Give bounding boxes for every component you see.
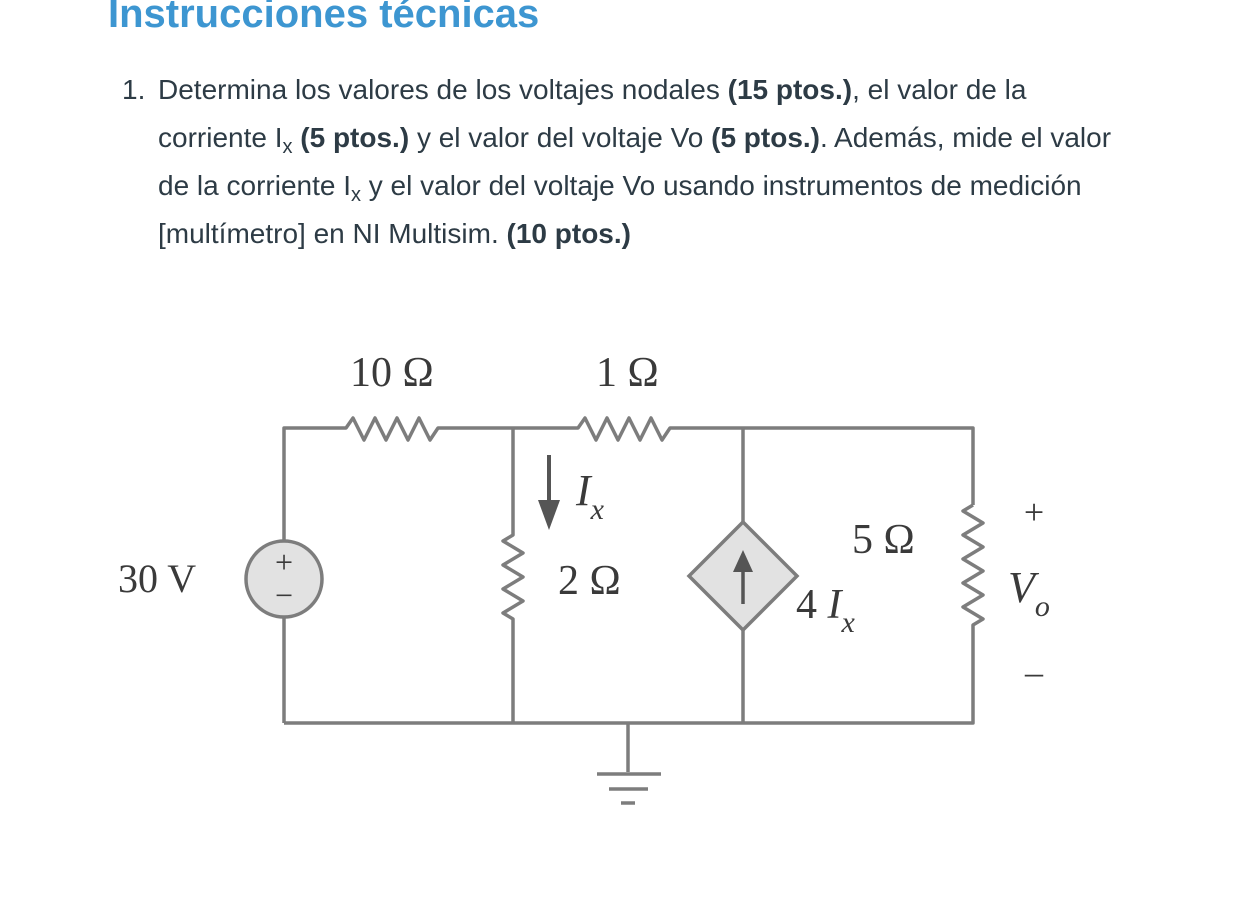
vo-minus: – — [1024, 652, 1044, 692]
resistor-1ohm-label: 1 Ω — [596, 350, 659, 396]
resistor-2ohm-label: 2 Ω — [558, 558, 621, 604]
source-label: 30 V — [118, 556, 196, 601]
instruction-text: y el valor del voltaje Vo usando instrum… — [158, 170, 1082, 249]
vo-label: Vo — [1008, 563, 1050, 623]
source-plus: + — [275, 544, 293, 580]
dependent-source-label: 4 Ix — [796, 582, 856, 639]
instruction-text: , el valor de la corriente I — [158, 74, 1027, 153]
top-wire — [282, 416, 975, 540]
instruction-text: Determina los valores de los voltajes no… — [158, 74, 728, 105]
ix-label: Ix — [575, 466, 605, 526]
resistor-10ohm-label: 10 Ω — [350, 350, 434, 396]
ix-arrow-icon — [538, 500, 560, 530]
instruction-list: 1. Determina los valores de los voltajes … — [122, 66, 1122, 258]
instruction-text: y el valor del voltaje Vo — [409, 122, 712, 153]
page-heading: Instrucciones técnicas — [108, 0, 540, 36]
points-current: (5 ptos.) — [300, 122, 410, 153]
vo-plus: + — [1024, 492, 1044, 532]
points-voltage: (5 ptos.) — [711, 122, 821, 153]
points-measurement: (10 ptos.) — [506, 218, 631, 249]
dependent-arrow-icon — [733, 550, 753, 572]
subscript-x: x — [282, 136, 293, 158]
resistor-5ohm — [961, 503, 985, 658]
instruction-item: 1. Determina los valores de los voltajes … — [122, 66, 1122, 258]
subscript-x: x — [351, 184, 361, 206]
voltage-source-icon — [244, 539, 324, 619]
resistor-5ohm-label: 5 Ω — [852, 517, 915, 563]
resistor-2ohm — [501, 428, 525, 723]
bottom-wire — [284, 658, 975, 725]
instruction-text: . Además, mide el valor de la corriente … — [158, 122, 1112, 201]
points-nodal: (15 ptos.) — [727, 74, 853, 105]
source-minus: − — [275, 577, 293, 613]
instruction-number: 1. — [122, 74, 146, 105]
